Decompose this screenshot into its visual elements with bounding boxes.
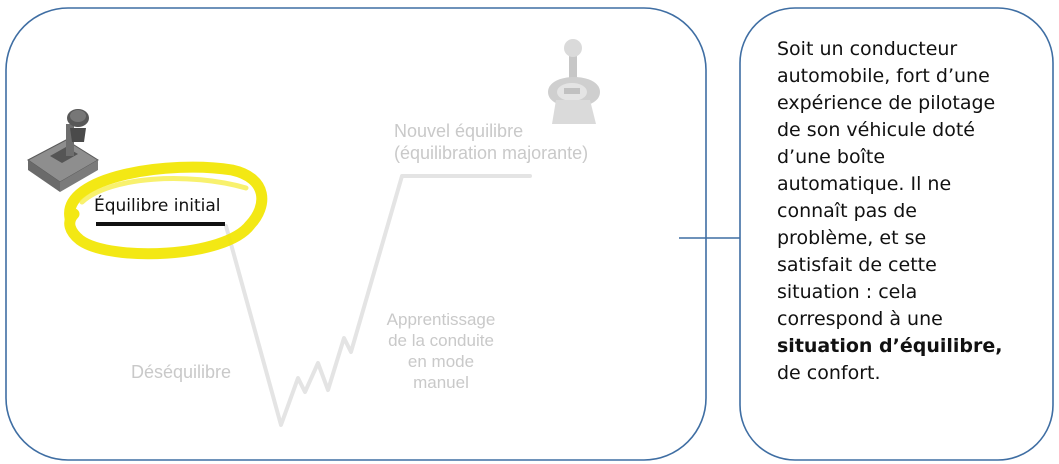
side-line: automatique. Il ne	[777, 173, 952, 195]
main-frame	[5, 7, 707, 461]
side-line: de son véhicule doté	[777, 119, 975, 141]
initial-equilibrium-label: Équilibre initial	[94, 196, 221, 216]
learning-label: Apprentissage de la conduite en mode man…	[366, 309, 516, 393]
learning-line3: en mode	[407, 352, 475, 371]
highlight-stroke-inner	[79, 176, 249, 205]
side-line: problème, et se	[777, 227, 927, 249]
side-line: expérience de pilotage	[777, 92, 996, 114]
new-equilibrium-line2: (équilibration majorante)	[394, 143, 589, 163]
new-equilibrium-line1: Nouvel équilibre	[394, 121, 524, 141]
highlight-ellipse	[64, 161, 268, 260]
gear-shift-automatic-icon	[548, 39, 600, 124]
disequilibrium-label: Déséquilibre	[131, 362, 232, 382]
side-emphasis: situation d’équilibre,	[777, 335, 1003, 357]
learning-line2: de la conduite	[388, 331, 494, 350]
side-line: Soit un conducteur	[777, 38, 958, 60]
equilibrium-curve	[224, 174, 532, 427]
side-line: correspond à une	[777, 308, 943, 330]
learning-line4: manuel	[413, 373, 469, 392]
side-line-last: de confort.	[777, 362, 881, 384]
side-frame	[739, 7, 1054, 461]
new-equilibrium-label: Nouvel équilibre (équilibration majorant…	[394, 120, 634, 164]
learning-line1: Apprentissage	[386, 310, 496, 329]
side-line: situation : cela	[777, 281, 918, 303]
side-line: connaît pas de	[777, 200, 917, 222]
gear-shift-manual-icon	[27, 109, 99, 192]
side-line: d’une boîte	[777, 146, 886, 168]
side-line: automobile, fort d’une	[777, 65, 990, 87]
side-panel-text: Soit un conducteur automobile, fort d’un…	[777, 36, 1037, 387]
side-line: satisfait de cette	[777, 254, 937, 276]
